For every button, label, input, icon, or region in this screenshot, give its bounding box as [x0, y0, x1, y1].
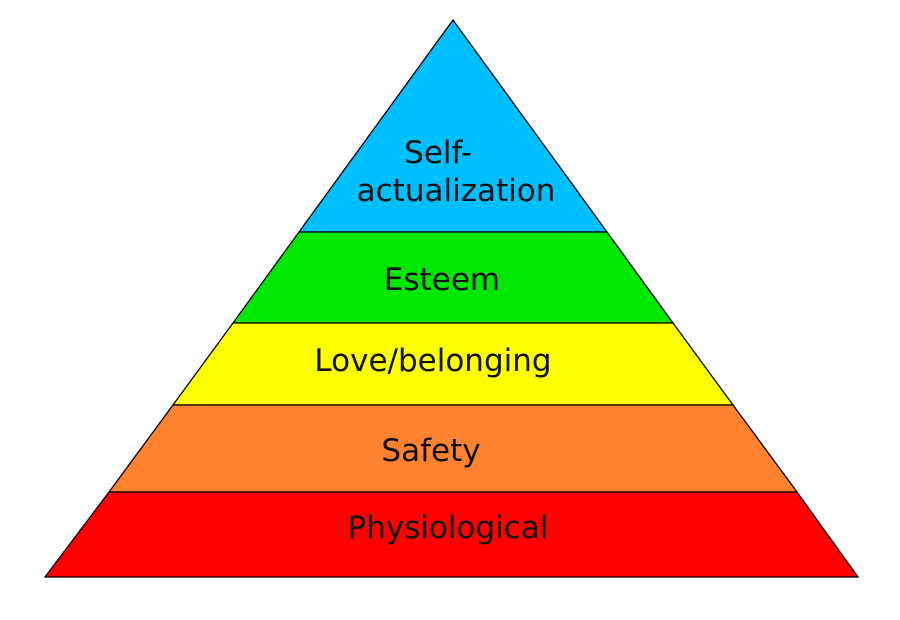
- level-physiological-shape: [43, 491, 860, 578]
- level-self-actualization: Self- actualization: [297, 18, 609, 233]
- level-love-belonging-label: Love/belonging: [314, 343, 551, 379]
- level-self-actualization-label-line-1: Self-: [404, 135, 472, 171]
- level-self-actualization-label-line-2: actualization: [357, 173, 556, 209]
- level-self-actualization-label: Self- actualization: [357, 135, 556, 209]
- level-physiological: Physiological: [43, 491, 860, 578]
- level-physiological-label: Physiological: [348, 510, 549, 546]
- level-esteem-label: Esteem: [384, 262, 500, 298]
- level-love-belonging: Love/belonging: [171, 322, 735, 406]
- level-esteem: Esteem: [231, 231, 675, 324]
- level-safety: Safety: [107, 404, 799, 493]
- level-safety-label: Safety: [381, 433, 480, 469]
